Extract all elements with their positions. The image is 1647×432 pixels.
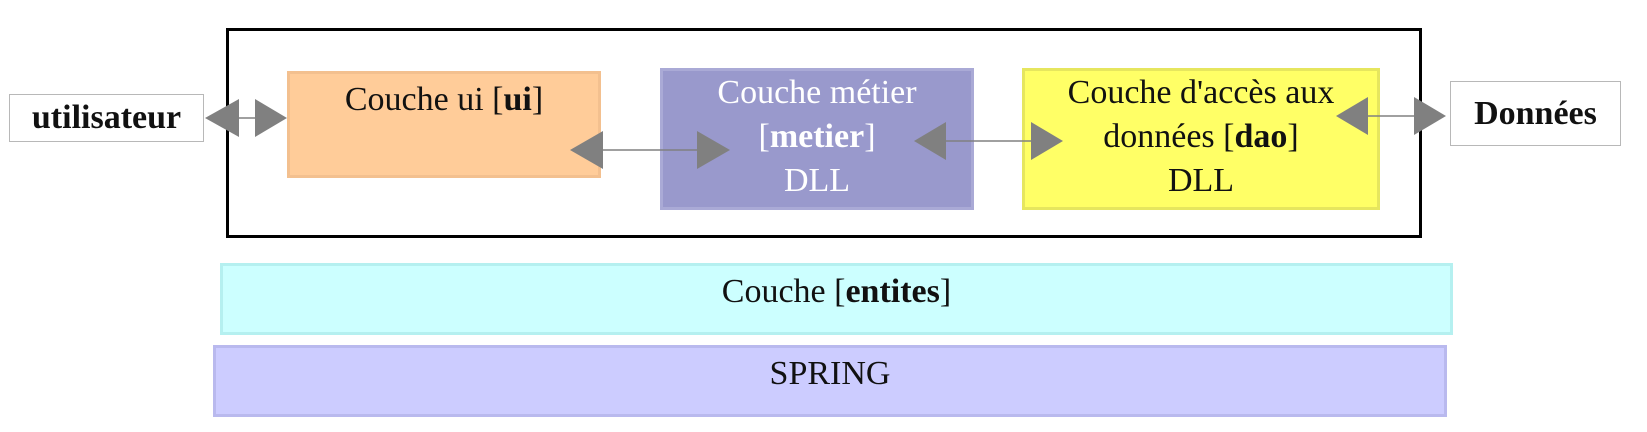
metier-layer-id: [metier]: [758, 118, 876, 155]
dao-layer-id: données [dao]: [1103, 118, 1299, 155]
metier-layer-type: DLL: [783, 162, 851, 199]
spring-layer-box: SPRING: [213, 345, 1447, 417]
metier-layer-title: Couche métier: [717, 74, 917, 111]
data-label: Données: [1474, 94, 1597, 132]
application-frame: [226, 28, 1422, 238]
ui-layer-box: Couche ui [ui]: [287, 71, 601, 178]
user-box: utilisateur: [9, 94, 204, 142]
user-ui-arrow: [205, 99, 287, 137]
metier-dao-arrow: [914, 122, 1063, 160]
dao-data-arrow: [1336, 97, 1446, 135]
entites-layer-box: Couche [entites]: [220, 263, 1453, 335]
metier-layer-box: Couche métier [metier] DLL: [660, 68, 974, 210]
spring-layer-title: SPRING: [769, 355, 891, 392]
dao-layer-box: Couche d'accès aux données [dao] DLL: [1022, 68, 1380, 210]
user-label: utilisateur: [31, 99, 182, 136]
dao-layer-type: DLL: [1167, 162, 1235, 199]
dao-layer-title: Couche d'accès aux: [1067, 74, 1335, 111]
ui-layer-title: Couche ui [ui]: [344, 81, 544, 118]
ui-metier-arrow: [570, 131, 730, 169]
data-box: Données: [1450, 81, 1621, 146]
entites-layer-title: Couche [entites]: [721, 273, 952, 310]
